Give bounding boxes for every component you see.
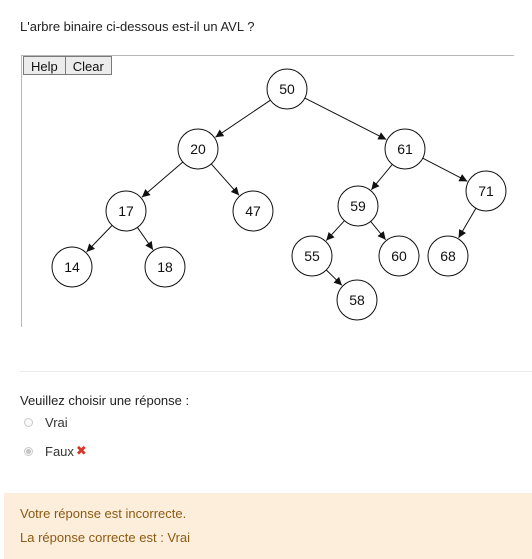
tree-node[interactable]: 47 (232, 190, 274, 232)
tree-node-circle (177, 128, 219, 170)
tree-edge (215, 99, 271, 138)
tree-diagram: 50 20 61 17 47 59 71 14 18 55 60 68 58 (51, 68, 507, 321)
radio-vrai[interactable] (24, 418, 33, 427)
tree-node-circle (336, 279, 378, 321)
tree-node-label: 50 (279, 81, 295, 97)
tree-edge (137, 227, 154, 251)
incorrect-icon: ✖ (75, 443, 87, 458)
tree-node[interactable]: 18 (144, 246, 186, 288)
tree-node[interactable]: 14 (51, 246, 93, 288)
feedback-correct-answer: La réponse correcte est : Vrai (20, 530, 191, 545)
option-faux[interactable]: Faux ✖ (24, 443, 87, 459)
radio-faux[interactable] (24, 446, 33, 456)
tree-node[interactable]: 68 (427, 235, 469, 277)
option-vrai-label: Vrai (45, 415, 68, 430)
tree-node-label: 71 (478, 183, 494, 199)
tree-node[interactable]: 59 (337, 185, 379, 227)
tree-node-label: 20 (190, 141, 206, 157)
tree-node[interactable]: 71 (465, 170, 507, 212)
divider (20, 371, 532, 372)
tree-node-label: 61 (397, 141, 413, 157)
tree-toolbar: Help Clear (23, 56, 112, 75)
tree-node[interactable]: 20 (177, 128, 219, 170)
option-vrai[interactable]: Vrai (24, 415, 68, 430)
tree-node-circle (291, 235, 333, 277)
tree-node-circle (465, 170, 507, 212)
clear-button[interactable]: Clear (65, 56, 112, 75)
question-text: L'arbre binaire ci-dessous est-il un AVL… (20, 19, 255, 34)
tree-node-label: 55 (304, 248, 320, 264)
tree-node[interactable]: 58 (336, 279, 378, 321)
tree-edge (86, 225, 113, 253)
tree-node[interactable]: 61 (384, 128, 426, 170)
feedback-status: Votre réponse est incorrecte. (20, 506, 187, 521)
answer-prompt: Veuillez choisir une réponse : (20, 393, 190, 408)
tree-node-circle (51, 246, 93, 288)
tree-edge (370, 164, 393, 191)
tree-node-label: 59 (350, 198, 366, 214)
tree-node[interactable]: 50 (266, 68, 308, 110)
tree-node-label: 18 (157, 259, 173, 275)
tree-node-circle (105, 190, 147, 232)
tree-edge (304, 97, 387, 140)
tree-node-label: 14 (64, 259, 80, 275)
tree-edge (325, 269, 343, 286)
tree-node[interactable]: 55 (291, 235, 333, 277)
option-faux-label: Faux (45, 443, 74, 459)
tree-edge (458, 208, 477, 239)
tree-edge (325, 220, 345, 241)
tree-node-circle (232, 190, 274, 232)
tree-edge (422, 157, 468, 182)
tree-edge (370, 221, 387, 241)
tree-edge (210, 163, 240, 196)
tree-node-circle (337, 185, 379, 227)
tree-node-circle (427, 235, 469, 277)
tree-node-circle (384, 128, 426, 170)
tree-node-label: 60 (391, 248, 407, 264)
tree-node-label: 17 (118, 203, 134, 219)
feedback-panel: Votre réponse est incorrecte. La réponse… (4, 493, 532, 559)
tree-edge (141, 161, 184, 198)
tree-node-circle (266, 68, 308, 110)
tree-node-circle (378, 235, 420, 277)
tree-node-label: 47 (245, 203, 261, 219)
tree-node-circle (144, 246, 186, 288)
tree-node-label: 58 (349, 292, 365, 308)
tree-node-label: 68 (440, 248, 456, 264)
tree-node[interactable]: 60 (378, 235, 420, 277)
help-button[interactable]: Help (23, 56, 66, 75)
tree-node[interactable]: 17 (105, 190, 147, 232)
tree-canvas[interactable] (21, 55, 514, 327)
